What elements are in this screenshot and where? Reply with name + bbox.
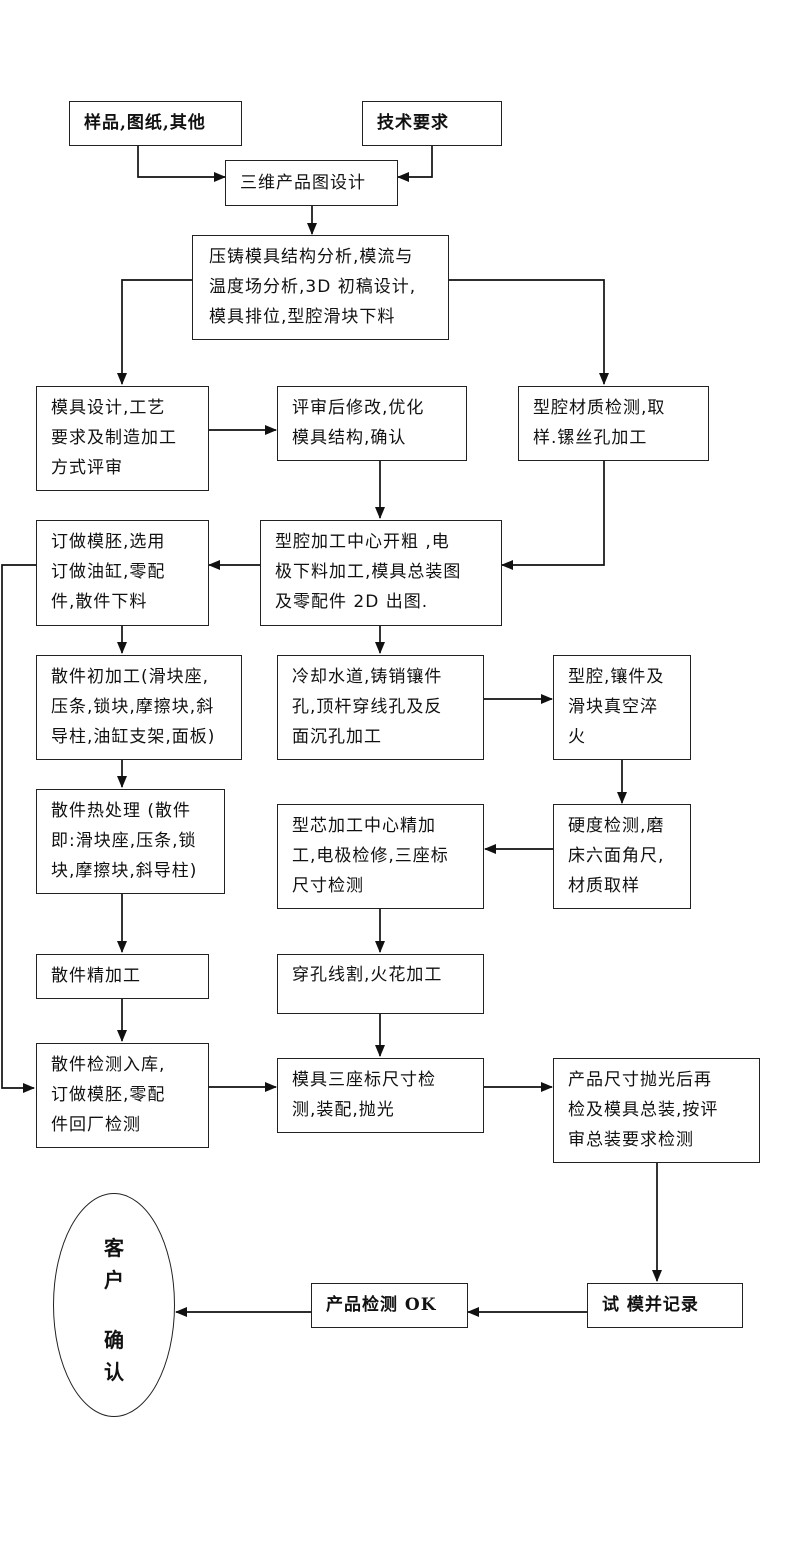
parts-finish-machining-box: 散件精加工 — [36, 954, 209, 999]
box-line: 散件热处理 (散件 — [51, 801, 192, 821]
trial-mold-box: 试 模并记录 — [587, 1283, 743, 1328]
cavity-rough-machining-box: 型腔加工中心开粗 ,电 极下料加工,模具总装图 及零配件 2D 出图. — [260, 520, 502, 626]
cavity-material-test-box: 型腔材质检测,取 样.镙丝孔加工 — [518, 386, 709, 461]
box-line: 三维产品图设计 — [240, 173, 366, 193]
box-line: 测,装配,抛光 — [292, 1100, 395, 1120]
parts-heat-treatment-box: 散件热处理 (散件 即:滑块座,压条,锁 块,摩擦块,斜导柱) — [36, 789, 225, 894]
box-line: 模具结构,确认 — [292, 428, 407, 448]
box-line: 散件检测入库, — [51, 1055, 166, 1075]
final-inspection-box: 产品尺寸抛光后再 检及模具总装,按评 审总装要求检测 — [553, 1058, 760, 1163]
structure-analysis-box: 压铸模具结构分析,模流与 温度场分析,3D 初稿设计, 模具排位,型腔滑块下料 — [192, 235, 449, 340]
wire-cut-edm-box: 穿孔线割,火花加工 — [277, 954, 484, 1014]
revise-optimize-box: 评审后修改,优化 模具结构,确认 — [277, 386, 467, 461]
box-line: 模具排位,型腔滑块下料 — [209, 307, 396, 327]
box-line: 审总装要求检测 — [568, 1130, 694, 1150]
arrow-cavity-test-to-rough — [501, 460, 605, 570]
box-line: 型腔材质检测,取 — [533, 398, 666, 418]
box-line: 火 — [568, 727, 586, 747]
box-line: 床六面角尺, — [568, 846, 665, 866]
box-line: 产品尺寸抛光后再 — [568, 1070, 712, 1090]
box-line: 试 模并记录 — [602, 1295, 699, 1315]
customer-char: 客 — [104, 1236, 124, 1260]
box-line: 型腔加工中心开粗 ,电 — [275, 532, 450, 552]
design-review-box: 模具设计,工艺 要求及制造加工 方式评审 — [36, 386, 209, 491]
box-line: 要求及制造加工 — [51, 428, 177, 448]
vacuum-quench-box: 型腔,镶件及 滑块真空淬 火 — [553, 655, 691, 760]
box-line: 样.镙丝孔加工 — [533, 428, 648, 448]
box-line: 检及模具总装,按评 — [568, 1100, 719, 1120]
box-line: 温度场分析,3D 初稿设计, — [209, 277, 417, 297]
customer-char: 认 — [104, 1360, 124, 1384]
parts-initial-machining-box: 散件初加工(滑块座, 压条,锁块,摩擦块,斜 导柱,油缸支架,面板) — [36, 655, 242, 760]
product-ok-box: 产品检测 OK — [311, 1283, 468, 1328]
box-line: 技术要求 — [377, 113, 449, 133]
box-line: 硬度检测,磨 — [568, 816, 665, 836]
box-line: 订做模胚,零配 — [51, 1085, 166, 1105]
box-line: 散件精加工 — [51, 966, 141, 986]
box-line: 模具设计,工艺 — [51, 398, 166, 418]
box-line: 滑块真空淬 — [568, 697, 658, 717]
box-line: 极下料加工,模具总装图 — [275, 562, 462, 582]
arrow-analysis-to-cavity-test — [449, 279, 609, 385]
order-mold-base-box: 订做模胚,选用 订做油缸,零配 件,散件下料 — [36, 520, 209, 626]
box-line: 散件初加工(滑块座, — [51, 667, 210, 687]
box-line: 产品检测 OK — [326, 1295, 437, 1315]
arrow-order-to-parts-inspect — [1, 564, 36, 1093]
box-line: 及零配件 2D 出图. — [275, 592, 429, 612]
arrow-samples-to-design — [137, 146, 226, 182]
box-line: 材质取样 — [568, 876, 640, 896]
box-line: 压条,锁块,摩擦块,斜 — [51, 697, 215, 717]
box-line: 导柱,油缸支架,面板) — [51, 727, 216, 747]
customer-char: 户 — [104, 1268, 124, 1292]
arrow-tech-to-design — [397, 146, 433, 182]
cooling-channel-box: 冷却水道,铸销镶件 孔,顶杆穿线孔及反 面沉孔加工 — [277, 655, 484, 760]
box-line: 面沉孔加工 — [292, 727, 382, 747]
arrow-analysis-to-review — [117, 279, 192, 385]
box-line: 压铸模具结构分析,模流与 — [209, 247, 414, 267]
cmm-assembly-polish-box: 模具三座标尺寸检 测,装配,抛光 — [277, 1058, 484, 1133]
box-line: 工,电极检修,三座标 — [292, 846, 449, 866]
3d-product-design-box: 三维产品图设计 — [225, 160, 398, 206]
box-line: 即:滑块座,压条,锁 — [51, 831, 197, 851]
technical-requirements-box: 技术要求 — [362, 101, 502, 146]
box-line: 尺寸检测 — [292, 876, 364, 896]
box-line: 件,散件下料 — [51, 592, 148, 612]
parts-inspection-box: 散件检测入库, 订做模胚,零配 件回厂检测 — [36, 1043, 209, 1148]
customer-confirmation-ellipse: 客 户 确 认 — [53, 1193, 175, 1417]
box-line: 样品,图纸,其他 — [84, 113, 206, 133]
box-line: 件回厂检测 — [51, 1115, 141, 1135]
box-line: 订做模胚,选用 — [51, 532, 166, 552]
samples-drawings-box: 样品,图纸,其他 — [69, 101, 242, 146]
core-finish-machining-box: 型芯加工中心精加 工,电极检修,三座标 尺寸检测 — [277, 804, 484, 909]
box-line: 块,摩擦块,斜导柱) — [51, 861, 198, 881]
box-line: 冷却水道,铸销镶件 — [292, 667, 443, 687]
box-line: 型芯加工中心精加 — [292, 816, 436, 836]
box-line: 模具三座标尺寸检 — [292, 1070, 436, 1090]
box-line: 型腔,镶件及 — [568, 667, 665, 687]
box-line: 订做油缸,零配 — [51, 562, 166, 582]
box-line: 穿孔线割,火花加工 — [292, 965, 443, 985]
box-line: 孔,顶杆穿线孔及反 — [292, 697, 443, 717]
hardness-test-box: 硬度检测,磨 床六面角尺, 材质取样 — [553, 804, 691, 909]
box-line: 方式评审 — [51, 458, 123, 478]
customer-char: 确 — [104, 1328, 124, 1352]
box-line: 评审后修改,优化 — [292, 398, 425, 418]
